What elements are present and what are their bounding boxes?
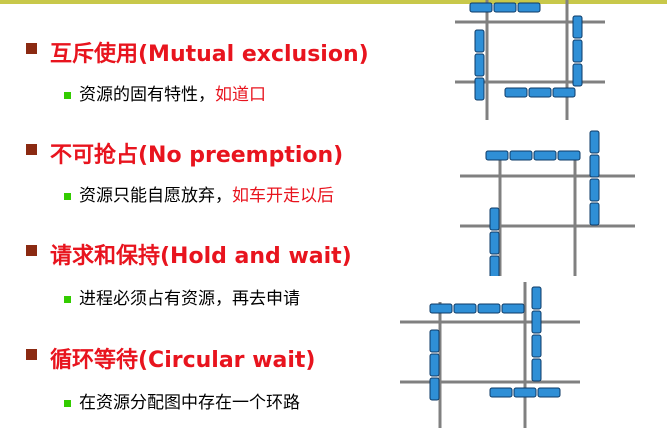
train-car bbox=[531, 286, 542, 310]
train-car bbox=[589, 130, 600, 154]
sub-bullet bbox=[64, 192, 71, 200]
intersection-illustration-1 bbox=[455, 0, 605, 120]
item-desc-row: 进程必须占有资源，再去申请 bbox=[64, 284, 300, 309]
train-car bbox=[533, 150, 557, 161]
train-car bbox=[531, 310, 542, 334]
train-car bbox=[504, 87, 528, 98]
bullet-square bbox=[26, 43, 37, 54]
train-car bbox=[589, 178, 600, 202]
train-car bbox=[531, 334, 542, 358]
bullet-square bbox=[26, 245, 37, 256]
train-car bbox=[489, 255, 500, 276]
train-car bbox=[429, 329, 440, 353]
train-car bbox=[513, 387, 537, 398]
train-car bbox=[572, 63, 583, 87]
train-car bbox=[489, 207, 500, 231]
sub-bullet bbox=[64, 399, 71, 407]
train-car bbox=[469, 2, 493, 13]
train-car bbox=[572, 39, 583, 63]
train-car bbox=[572, 15, 583, 39]
item-desc: 资源的固有特性， bbox=[79, 85, 215, 105]
item-example: 如道口 bbox=[215, 85, 266, 105]
train-car bbox=[501, 303, 525, 314]
train-car bbox=[552, 87, 576, 98]
train-car bbox=[531, 358, 542, 382]
train-car bbox=[474, 29, 485, 53]
intersection-illustration-2 bbox=[460, 130, 635, 276]
train-car bbox=[485, 150, 509, 161]
train-car bbox=[493, 2, 517, 13]
train-car bbox=[589, 154, 600, 178]
item-desc: 在资源分配图中存在一个环路 bbox=[79, 393, 300, 413]
train-car bbox=[429, 353, 440, 377]
intersection-illustration-3 bbox=[400, 282, 580, 428]
train-car bbox=[474, 77, 485, 101]
train-car bbox=[557, 150, 581, 161]
train-car bbox=[528, 87, 552, 98]
bullet-square bbox=[26, 144, 37, 155]
train-car bbox=[489, 231, 500, 255]
item-desc: 进程必须占有资源，再去申请 bbox=[79, 289, 300, 309]
top-border bbox=[0, 0, 667, 4]
train-car bbox=[489, 387, 513, 398]
train-car bbox=[517, 2, 541, 13]
item-title: 不可抢占(No preemption) bbox=[50, 143, 344, 168]
item-title: 循环等待(Circular wait) bbox=[50, 348, 316, 373]
item-title: 互斥使用(Mutual exclusion) bbox=[50, 42, 369, 67]
train-car bbox=[474, 53, 485, 77]
item-title: 请求和保持(Hold and wait) bbox=[50, 244, 352, 269]
item-desc-row: 在资源分配图中存在一个环路 bbox=[64, 388, 300, 413]
item-desc-row: 资源只能自愿放弃，如车开走以后 bbox=[64, 181, 334, 206]
train-car bbox=[477, 303, 501, 314]
item-desc: 资源只能自愿放弃， bbox=[79, 186, 232, 206]
train-car bbox=[509, 150, 533, 161]
item-example: 如车开走以后 bbox=[232, 186, 334, 206]
sub-bullet bbox=[64, 295, 71, 303]
train-car bbox=[429, 377, 440, 401]
train-car bbox=[453, 303, 477, 314]
sub-bullet bbox=[64, 91, 71, 99]
item-desc-row: 资源的固有特性，如道口 bbox=[64, 80, 266, 105]
bullet-square bbox=[26, 349, 37, 360]
train-car bbox=[537, 387, 561, 398]
train-car bbox=[429, 303, 453, 314]
train-car bbox=[589, 202, 600, 226]
